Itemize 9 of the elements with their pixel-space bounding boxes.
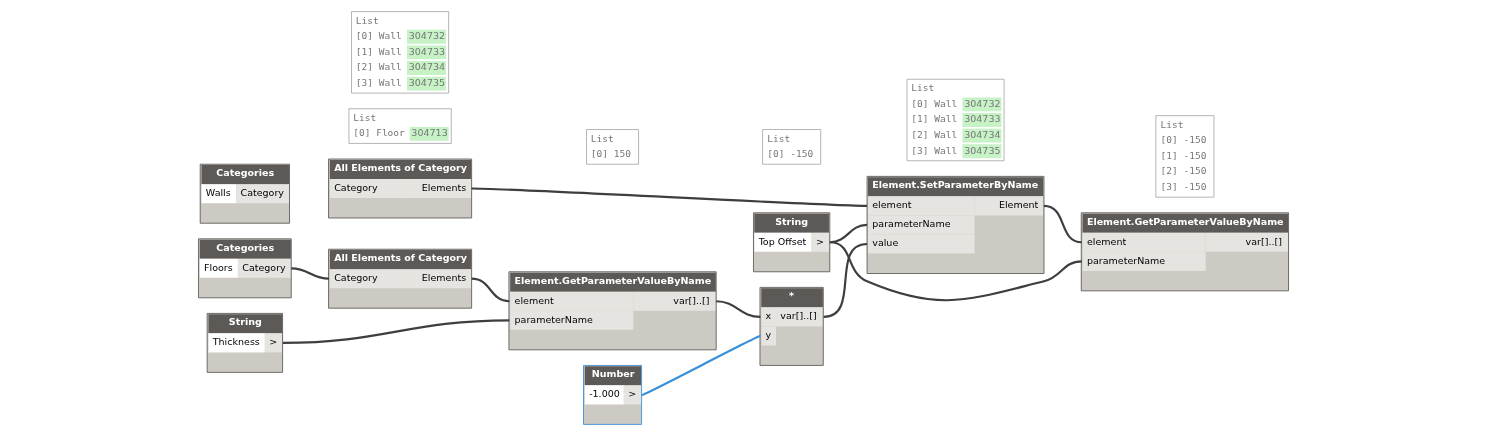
connector [641, 334, 761, 396]
connector [290, 267, 329, 280]
connector [829, 241, 1082, 302]
connector [715, 300, 760, 318]
connector [823, 242, 867, 318]
connector [471, 187, 867, 207]
connector [282, 319, 509, 344]
connector [471, 277, 509, 303]
connector [1043, 204, 1082, 244]
